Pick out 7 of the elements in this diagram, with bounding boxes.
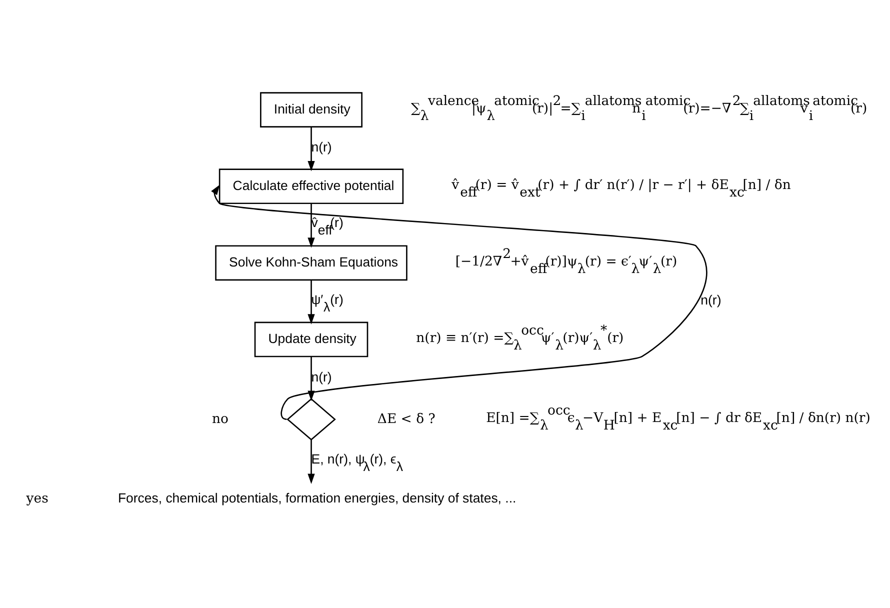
node-label: ΔE < δ ? — [377, 411, 436, 426]
label: no — [212, 411, 228, 426]
edge-label: n(r) — [700, 292, 722, 308]
edge-label: n(r) — [311, 368, 332, 384]
edge-label: n(r) — [311, 139, 332, 154]
node-text: Forces, chemical potentials, formation energies, density of states, ... — [118, 490, 516, 506]
label: yes — [26, 491, 48, 506]
